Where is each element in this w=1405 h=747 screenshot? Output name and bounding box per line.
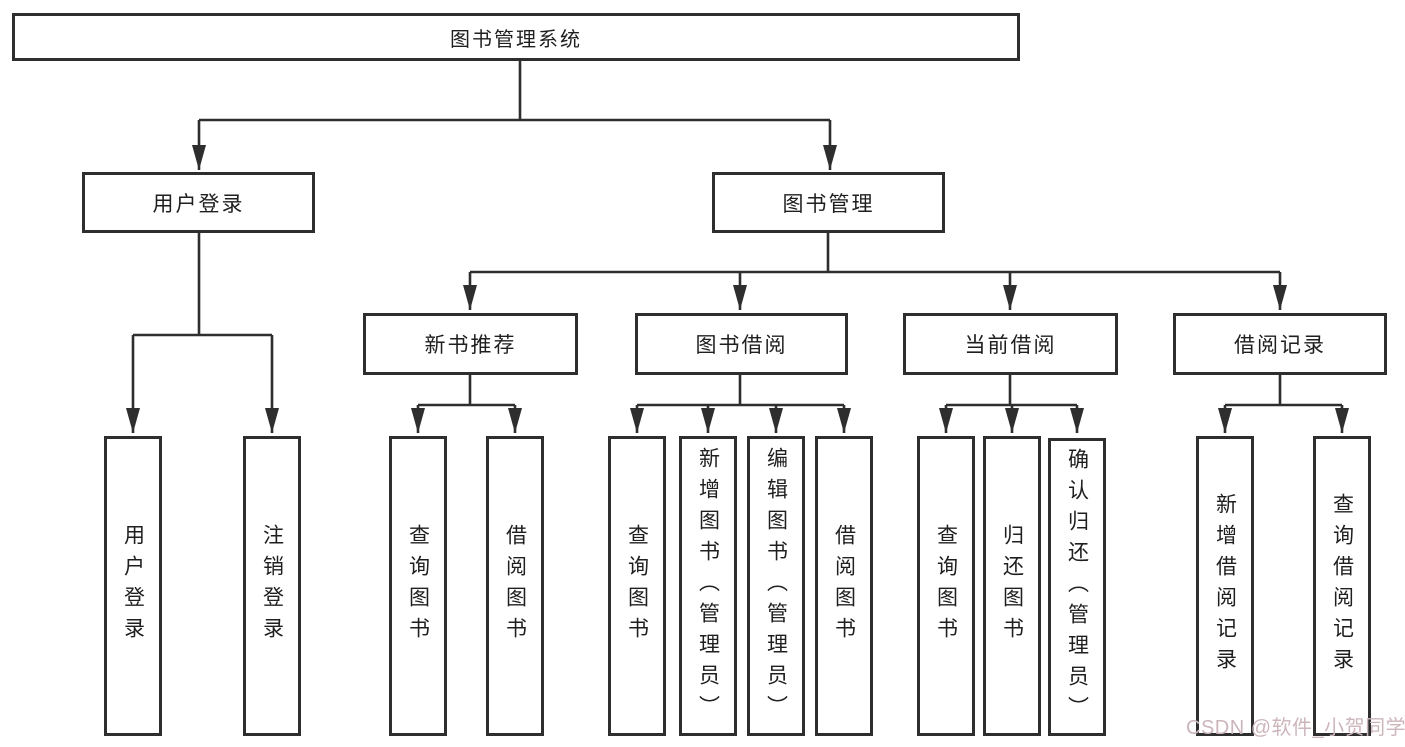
leaf-label: 查询图书 bbox=[934, 524, 958, 648]
leaf-user-login: 用户登录 bbox=[104, 436, 162, 736]
leaf-bb-query-book: 查询图书 bbox=[608, 436, 666, 736]
leaf-cb-confirm-return: 确认归还（管理员） bbox=[1048, 438, 1106, 736]
connectors-current-borrow bbox=[939, 375, 1084, 433]
leaf-label: 借阅图书 bbox=[832, 524, 856, 648]
watermark: CSDN @软件_小贺同学 bbox=[1186, 717, 1405, 739]
leaf-label: 编辑图书（管理员） bbox=[764, 446, 788, 726]
leaf-label: 借阅图书 bbox=[503, 524, 527, 648]
node-book-borrow: 图书借阅 bbox=[635, 313, 848, 375]
leaf-label: 用户登录 bbox=[121, 524, 145, 648]
leaf-bb-edit-book: 编辑图书（管理员） bbox=[747, 436, 805, 736]
leaf-bb-borrow-book: 借阅图书 bbox=[815, 436, 873, 736]
leaf-label: 确认归还（管理员） bbox=[1065, 447, 1089, 727]
node-book-management: 图书管理 bbox=[712, 172, 945, 233]
leaf-br-query-record: 查询借阅记录 bbox=[1313, 436, 1371, 736]
connectors-borrow-records bbox=[1218, 375, 1349, 433]
connectors-book-borrow bbox=[630, 375, 851, 433]
connectors-user-login bbox=[126, 233, 279, 433]
leaf-bb-add-book: 新增图书（管理员） bbox=[679, 436, 737, 736]
leaf-label: 查询借阅记录 bbox=[1330, 493, 1354, 679]
connectors-new-book-recommend bbox=[411, 375, 522, 433]
leaf-label: 新增图书（管理员） bbox=[696, 446, 720, 726]
leaf-logout: 注销登录 bbox=[243, 436, 301, 736]
leaf-label: 归还图书 bbox=[1000, 524, 1024, 648]
leaf-rec-query-book: 查询图书 bbox=[389, 436, 447, 736]
connectors-root bbox=[192, 61, 837, 170]
node-root: 图书管理系统 bbox=[12, 13, 1020, 61]
leaf-label: 查询图书 bbox=[406, 524, 430, 648]
leaf-label: 新增借阅记录 bbox=[1213, 493, 1237, 679]
leaf-label: 注销登录 bbox=[260, 524, 284, 648]
leaf-rec-borrow-book: 借阅图书 bbox=[486, 436, 544, 736]
leaf-label: 查询图书 bbox=[625, 524, 649, 648]
node-current-borrow: 当前借阅 bbox=[903, 313, 1118, 375]
leaf-br-add-record: 新增借阅记录 bbox=[1196, 436, 1254, 736]
node-borrow-records: 借阅记录 bbox=[1173, 313, 1387, 375]
node-user-login: 用户登录 bbox=[82, 172, 315, 233]
connectors-book-management bbox=[463, 233, 1287, 310]
leaf-cb-query-book: 查询图书 bbox=[917, 436, 975, 736]
leaf-cb-return-book: 归还图书 bbox=[983, 436, 1041, 736]
node-new-book-recommend: 新书推荐 bbox=[363, 313, 578, 375]
